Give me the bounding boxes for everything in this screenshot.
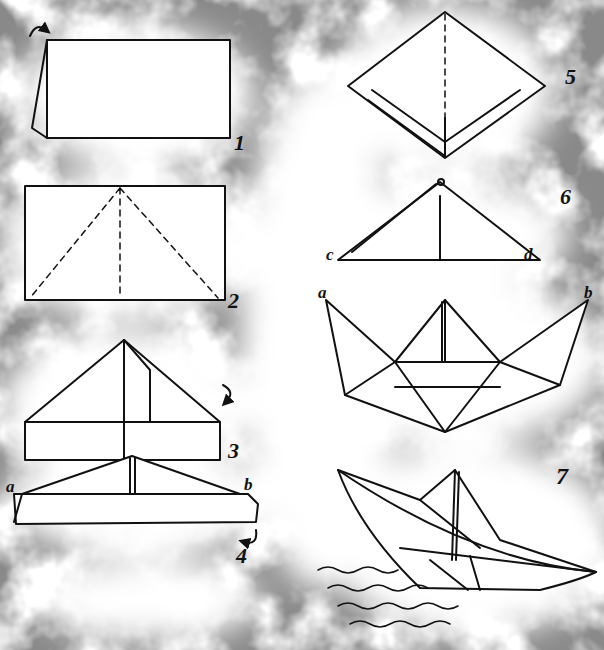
step-number: 1: [234, 132, 245, 154]
step5-diamond: [348, 12, 545, 158]
step-number: 3: [228, 440, 239, 462]
finished-boat: [338, 470, 596, 590]
corner-letter: a: [6, 478, 15, 495]
corner-letter: c: [326, 246, 334, 263]
step-number: 6: [560, 186, 571, 208]
water-waves: [318, 567, 458, 627]
opened-boat: [326, 300, 588, 432]
step6-triangle: [338, 179, 540, 260]
step4-hat: [14, 456, 258, 543]
step1-folded-sheet: [30, 27, 230, 138]
corner-letter: d: [524, 246, 533, 263]
step-number: 7: [556, 464, 568, 488]
corner-letter: b: [244, 476, 253, 493]
step-number: 5: [565, 66, 576, 88]
step3-hat: [25, 340, 230, 460]
corner-letter: a: [318, 284, 327, 301]
corner-letter: b: [584, 284, 593, 301]
step-number: 2: [228, 290, 239, 312]
step2-sheet: [25, 186, 225, 300]
clear-areas: [0, 5, 604, 640]
step-number: 4: [236, 545, 247, 567]
